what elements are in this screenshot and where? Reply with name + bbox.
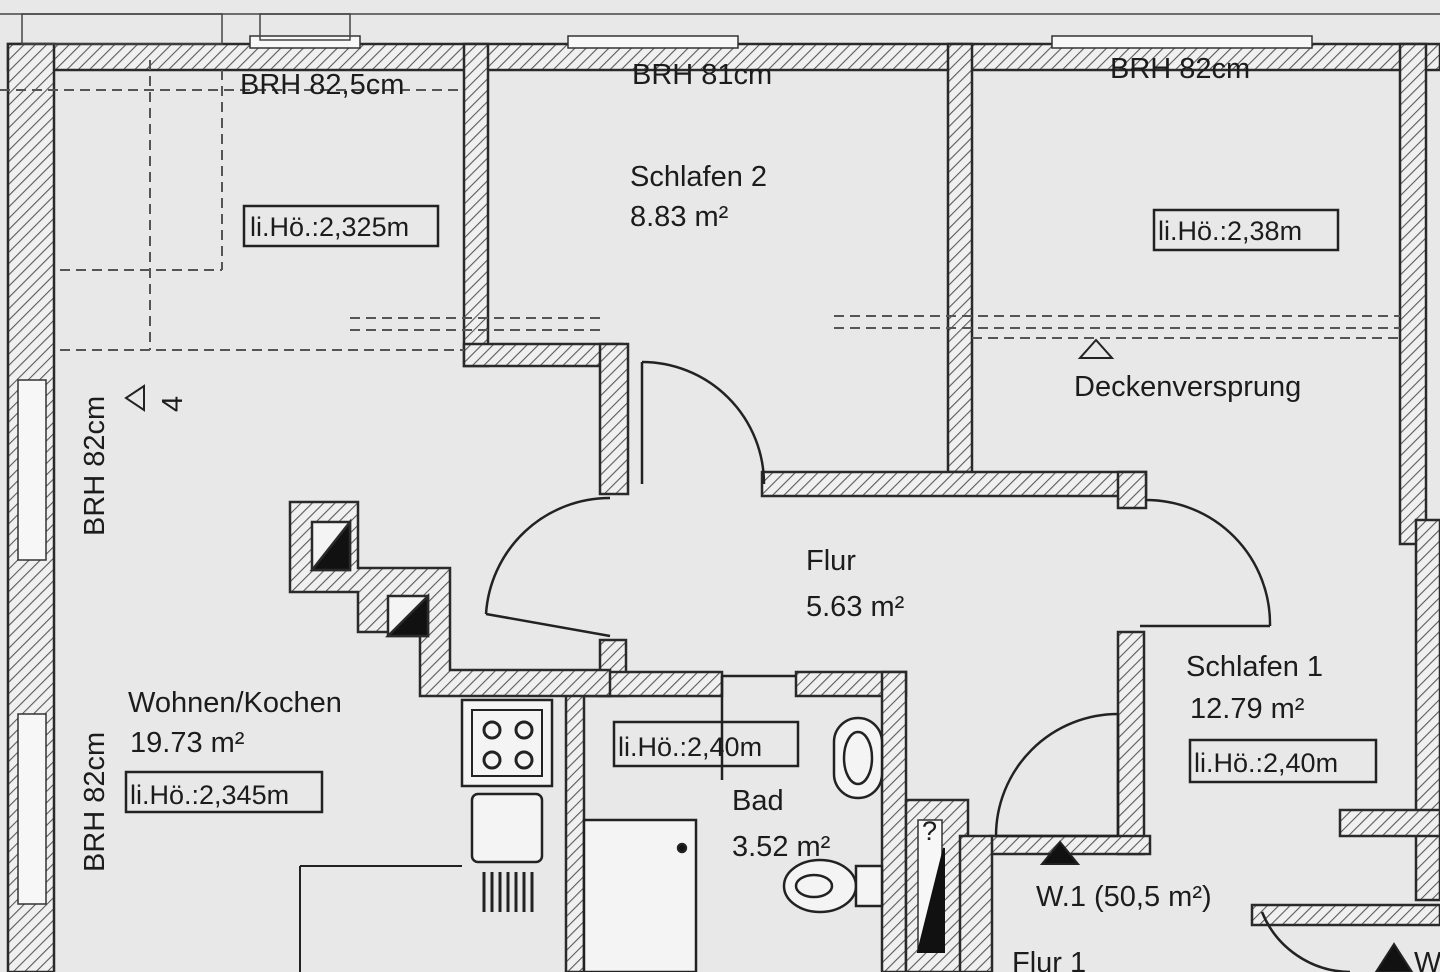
schlafen1-name: Schlafen 1 [1186,651,1323,683]
entrance-marker-right-icon [1374,942,1414,972]
right-outer-wall [1398,42,1428,546]
wall-flur-top [760,470,1148,498]
window-schlafen2 [567,35,739,49]
doors [484,360,1351,972]
washbasin-icon [832,716,884,800]
chimney-block [288,500,612,698]
wohnen-name: Wohnen/Kochen [128,687,342,719]
height-boxes [124,204,1378,814]
entrance-marker-icon [1039,840,1081,865]
window-right-top [1051,35,1313,49]
dishwasher-icon [482,872,534,912]
washing-machine-icon [582,818,698,972]
flur-area: 5.63 m² [806,591,905,623]
w-partial-label: W [1414,947,1440,972]
wall-schlafen2-right [946,42,974,474]
schlafen1-height: li.Hö.:2,40m [1194,748,1338,778]
flur-name: Flur [806,545,856,577]
bad-height: li.Hö.:2,40m [618,732,762,762]
flur1-label: Flur 1 [1012,947,1086,972]
section-marker-label: 4 [157,396,189,412]
height-right-top: li.Hö.:2,38m [1158,216,1302,246]
kitchen [299,698,554,972]
wohnen-area: 19.73 m² [130,727,245,759]
brh-left-upper: BRH 82cm [79,396,111,536]
wall-schlafen1-left [1116,630,1146,856]
door-flur-right-arc [1145,498,1272,627]
section-marker-icon [124,384,145,412]
brh-living-top: BRH 82,5cm [240,69,404,101]
wall-flur-left [598,342,630,496]
brh-schlafen2: BRH 81cm [632,59,772,91]
door-flur-left-arc [484,496,611,615]
bathroom [582,716,884,972]
window-left-lower [17,713,47,905]
door-schlafen2-arc [641,360,766,485]
wall-schlafen2-bottom-left [462,342,624,368]
schlafen1-area: 12.79 m² [1190,693,1305,725]
unit-label: W.1 (50,5 m²) [1036,881,1212,913]
sink-icon [470,792,544,864]
height-living-top: li.Hö.:2,325m [250,212,409,242]
right-outer-wall-lower [1414,518,1440,902]
wall-lower-right [1250,903,1440,927]
ceiling-step-marker-icon [1077,338,1115,359]
wohnen-height: li.Hö.:2,345m [130,780,289,810]
schlafen2-area: 8.83 m² [630,201,729,233]
window-left-upper [17,379,47,561]
wall-schlafen1-bottom-right [1338,808,1440,838]
ceiling-dashes [0,60,1400,351]
top-strip [0,13,1440,45]
shaft-question-mark: ? [922,816,937,846]
brh-right-top: BRH 82cm [1110,53,1250,85]
wall-flur1-left [958,834,994,972]
schlafen2-name: Schlafen 2 [630,161,767,193]
wall-bad-right [880,670,908,972]
wall-flur-top-end [1116,470,1148,510]
stove-icon [460,698,554,788]
brh-left-lower: BRH 82cm [79,732,111,872]
door-schlafen1-arc [994,712,1119,837]
wall-schlafen1-bottom [988,834,1152,856]
bad-name: Bad [732,785,784,817]
wall-bad-left [564,670,586,972]
markers [124,338,1414,972]
bad-area: 3.52 m² [732,831,831,863]
shaft-marker [916,847,945,953]
window-living-top [249,35,361,49]
ceiling-step-label: Deckenversprung [1074,371,1301,403]
